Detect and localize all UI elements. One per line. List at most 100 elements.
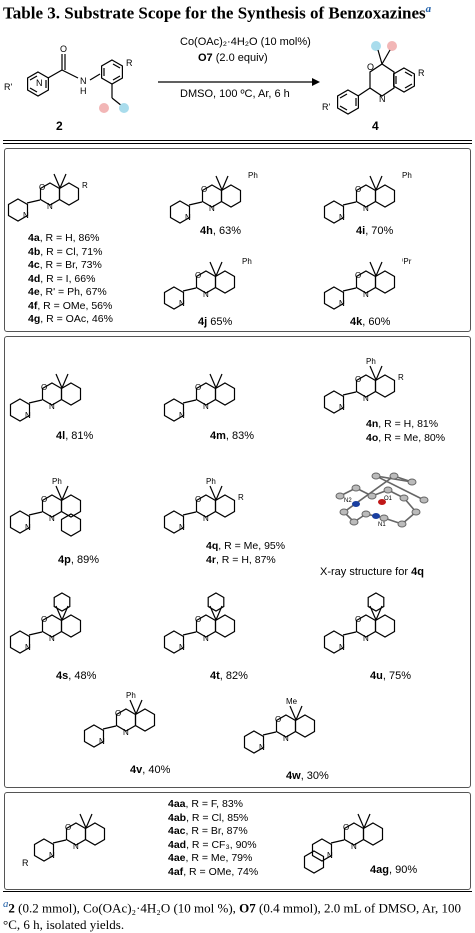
svg-text:2: 2 — [56, 119, 63, 133]
n-atom: N — [49, 634, 55, 643]
svg-text:N: N — [379, 94, 386, 104]
o-atom: O — [355, 271, 361, 280]
o-atom: O — [195, 271, 201, 280]
panel-substituted-arenes — [4, 148, 471, 332]
compound-4l-label: 4l, 81% — [56, 430, 94, 442]
n-atom: N — [283, 734, 289, 743]
top-rule — [3, 140, 472, 141]
py-n-atom: N — [25, 523, 31, 532]
compound-4ac-label: 4ac, R = Br, 87% — [168, 825, 248, 837]
series-4n-list: 4n, R = H, 81%4o, R = Me, 80% — [366, 418, 445, 445]
svg-text:N: N — [80, 76, 87, 86]
svg-text:4: 4 — [372, 119, 379, 133]
compound-4c-label: 4c, R = Br, 73% — [28, 259, 102, 271]
tail-label: Ph — [402, 171, 412, 180]
structure-4u: N O N — [323, 592, 396, 654]
o-atom: O — [39, 183, 45, 192]
n-atom: N — [363, 634, 369, 643]
n-atom: N — [203, 514, 209, 523]
xray-n1: N1 — [378, 522, 386, 528]
compound-4t-label: 4t, 82% — [210, 670, 248, 682]
py-n-atom: N — [185, 213, 191, 222]
compound-4af-label: 4af, R = OMe, 74% — [168, 865, 259, 878]
conditions-label: DMSO, 100 ºC, Ar, 6 h — [180, 88, 290, 100]
py-n-atom: N — [179, 523, 185, 532]
n-atom: N — [209, 204, 215, 213]
compound-4m-label: 4m, 83% — [210, 430, 255, 442]
compound-4ae-label: 4ae, R = Me, 79% — [168, 852, 253, 864]
compound-4s-label: 4s, 48% — [56, 670, 97, 682]
py-n-atom: N — [49, 851, 55, 860]
py-n-atom: N — [23, 211, 29, 220]
compound-4w-label: 4w, 30% — [286, 770, 329, 782]
compound-4p-label: 4p, 89% — [58, 554, 99, 566]
compound-4ad-label: 4ad, R = CF₃, 90% — [168, 838, 257, 851]
o-atom: O — [115, 709, 121, 718]
compound-4f-label: 4f, R = OMe, 56% — [28, 299, 113, 312]
substituent-label: Me — [286, 697, 298, 706]
compound-4i-label: 4i, 70% — [356, 225, 394, 237]
svg-text:H: H — [80, 86, 87, 96]
o-atom: O — [201, 185, 207, 194]
py-n-atom: N — [179, 411, 185, 420]
series-4aa-list: 4aa, R = F, 83%4ab, R = Cl, 85%4ac, R = … — [168, 798, 258, 879]
series-4q-list: 4q, R = Me, 95%4r, R = H, 87% — [206, 540, 285, 567]
o-atom: O — [195, 383, 201, 392]
r-group-label: R — [398, 373, 404, 382]
table-footnote: a2 (0.2 mmol), Co(OAc)₂·4H₂O (10 mol %),… — [3, 898, 461, 933]
substituent-label: Ph — [126, 691, 136, 700]
py-n-atom: N — [259, 743, 265, 752]
tail-label: ⁱPr — [402, 257, 412, 266]
bottom-rule — [3, 891, 472, 892]
n-atom: N — [47, 202, 53, 211]
structure-4t: NON — [163, 592, 236, 654]
r-group-label: R — [22, 858, 29, 868]
compound-4o-label: 4o, R = Me, 80% — [366, 431, 446, 444]
compound-4ab-label: 4ab, R = Cl, 85% — [168, 811, 249, 824]
substituent-label: Ph — [206, 477, 216, 486]
py-n-atom: N — [25, 643, 31, 652]
n-atom: N — [73, 842, 79, 851]
py-n-atom: N — [339, 403, 345, 412]
top-rule-2 — [3, 143, 472, 144]
compound-4d-label: 4d, R = I, 66% — [28, 272, 96, 285]
compound-4j-label: 4j 65% — [198, 316, 233, 328]
r-group-label: R — [238, 493, 244, 502]
panel-quaternary-carbons — [4, 336, 471, 788]
n-atom: N — [363, 204, 369, 213]
py-n-atom: N — [25, 411, 31, 420]
py-n-atom: N — [339, 299, 345, 308]
svg-text:O: O — [60, 44, 67, 54]
svg-text:R': R' — [4, 82, 12, 92]
o-atom: O — [355, 185, 361, 194]
compound-4q-label: 4q, R = Me, 95% — [206, 540, 286, 552]
compound-4v-label: 4v, 40% — [130, 764, 171, 776]
structure-4m: N O N — [163, 373, 236, 422]
compound-4b-label: 4b, R = Cl, 71% — [28, 245, 103, 258]
py-n-atom: N — [339, 643, 345, 652]
isoquinoline-ring — [303, 850, 325, 874]
structure-4s: NON — [9, 592, 82, 654]
svg-text:R: R — [126, 58, 133, 68]
n-atom: N — [203, 402, 209, 411]
svg-text:R: R — [418, 68, 425, 78]
oxidant-label: O7 (2.0 equiv) — [198, 52, 268, 64]
catalyst-label: Co(OAc)₂·4H₂O (10 mol%) — [180, 36, 311, 48]
o-atom: O — [195, 615, 201, 624]
series-4a-list: 4a, R = H, 86%4b, R = Cl, 71%4c, R = Br,… — [28, 232, 113, 327]
xray-n2: N2 — [344, 498, 352, 504]
table-title: Table 3. Substrate Scope for the Synthes… — [3, 3, 432, 23]
compound-4a-label: 4a, R = H, 86% — [28, 232, 100, 244]
o-atom: O — [355, 615, 361, 624]
compound-4h-label: 4h, 63% — [200, 225, 241, 237]
compound-4k-label: 4k, 60% — [350, 316, 391, 328]
n-atom: N — [351, 842, 357, 851]
